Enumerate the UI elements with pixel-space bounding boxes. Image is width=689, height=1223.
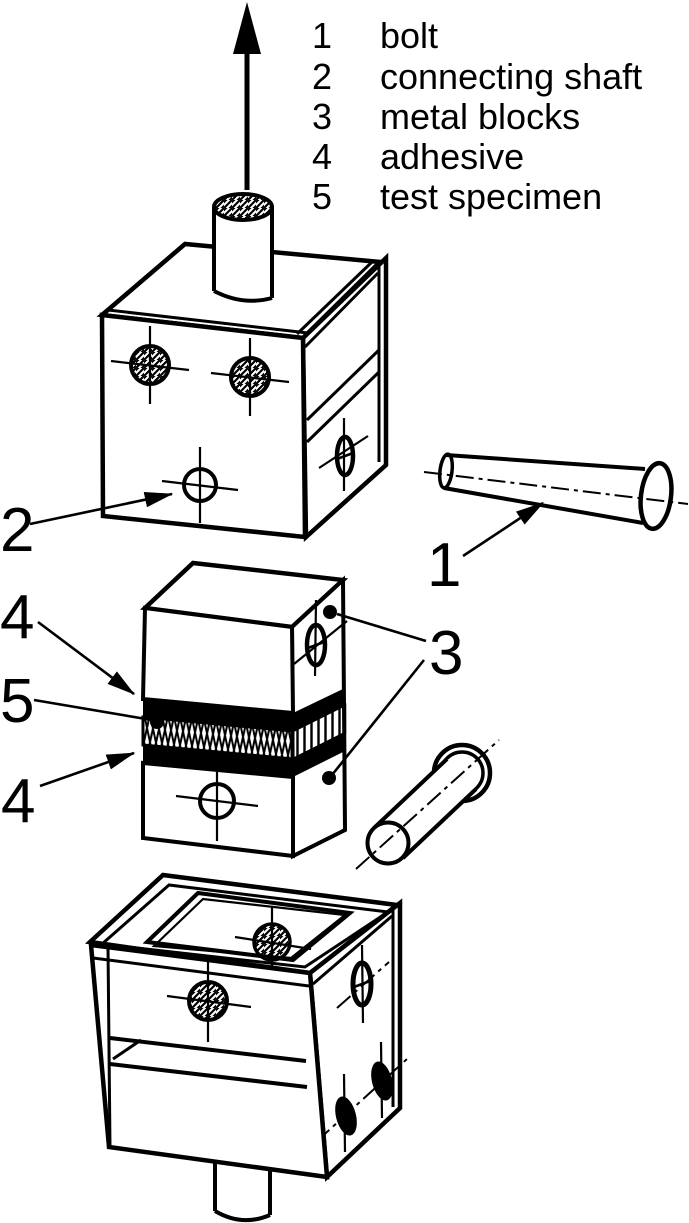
leader-line (336, 612, 427, 643)
connecting-shaft (212, 192, 274, 303)
leader-line (33, 698, 153, 722)
lower-block-front-face (88, 942, 330, 1180)
legend-row: 4 adhesive (312, 136, 524, 177)
callout-metal-blocks: 3 (330, 612, 463, 776)
pin-hole-filled (335, 1096, 357, 1136)
legend-row: 1 bolt (312, 15, 438, 56)
legend-num: 5 (312, 176, 332, 217)
pull-force-arrow-icon (233, 2, 261, 190)
legend-row: 3 metal blocks (312, 96, 580, 137)
adhesive-layer-top (143, 699, 293, 731)
legend: 1 bolt 2 connecting shaft 3 metal blocks… (312, 15, 642, 217)
upper-grip-block (96, 241, 389, 542)
bolt-2 (355, 739, 500, 870)
legend-label: connecting shaft (380, 56, 642, 97)
legend-label: metal blocks (380, 96, 580, 137)
legend-num: 3 (312, 96, 332, 137)
leader-line (330, 659, 426, 776)
legend-row: 2 connecting shaft (312, 56, 642, 97)
centerline (355, 739, 500, 870)
leader-line (29, 492, 174, 526)
bolt-head (638, 460, 674, 532)
legend-row: 5 test specimen (312, 176, 602, 217)
legend-label: bolt (380, 15, 438, 56)
shaft-top-face (212, 192, 274, 222)
callout-number: 2 (0, 496, 32, 565)
clamp-slot (109, 1062, 308, 1089)
specimen-sandwich (139, 560, 349, 860)
upper-block-front-face (99, 312, 308, 540)
callout-number: 4 (1, 767, 34, 836)
callout-number: 1 (427, 531, 459, 600)
callout-number: 4 (0, 583, 33, 652)
callout-bolt: 1 (427, 501, 545, 600)
leader-line (39, 751, 136, 788)
adhesive-layer-top-side (293, 688, 345, 731)
leader-dot (150, 715, 164, 729)
callout-number: 5 (0, 667, 32, 736)
centerline (423, 471, 689, 505)
callout-connecting-shaft: 2 (0, 492, 174, 565)
legend-label: test specimen (380, 176, 602, 217)
leader-line (37, 620, 136, 696)
adhesive-layer-bottom-side (293, 733, 345, 777)
leader-dot (323, 605, 337, 619)
legend-num: 1 (312, 15, 332, 56)
callout-adhesive-lower: 4 (1, 751, 136, 836)
callout-adhesive-upper: 4 (0, 583, 136, 696)
legend-label: adhesive (380, 136, 524, 177)
bolt-shank-end (365, 820, 411, 866)
clamp-slot (109, 1036, 307, 1063)
legend-num: 4 (312, 136, 332, 177)
callout-test-specimen: 5 (0, 667, 153, 736)
lower-grip-block (84, 872, 408, 1223)
leader-line (462, 501, 545, 558)
bolt-1 (423, 452, 689, 532)
upper-metal-block-front-face (140, 605, 296, 716)
legend-num: 2 (312, 56, 332, 97)
callout-number: 3 (429, 619, 461, 688)
